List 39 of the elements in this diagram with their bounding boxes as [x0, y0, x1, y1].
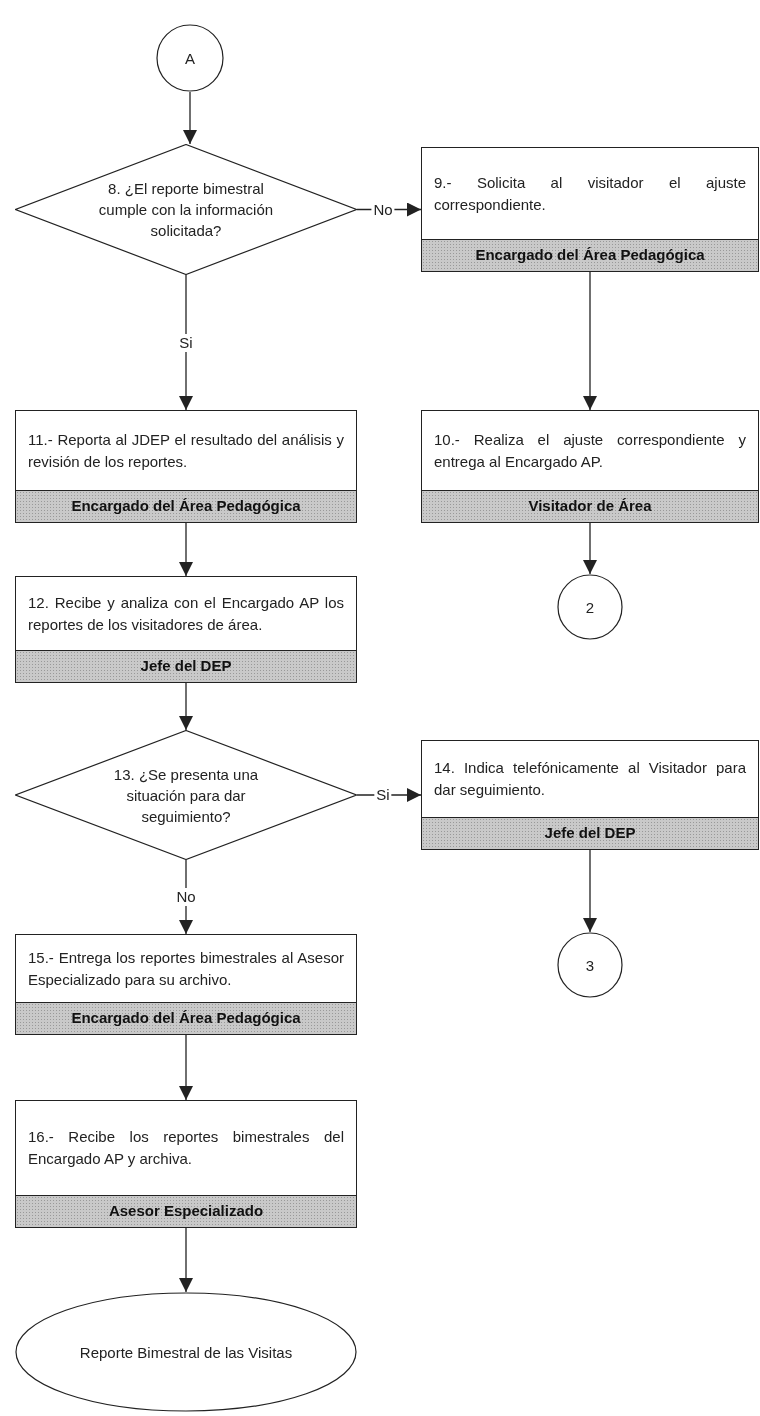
- step-text: 9.- Solicita al visitador el ajuste correspondiente.: [434, 172, 746, 215]
- process-box: [421, 147, 759, 272]
- connector-label: 2: [585, 597, 595, 618]
- role-bar: Jefe del DEP: [16, 650, 356, 682]
- process-box: [15, 934, 357, 1035]
- step-text: 14. Indica telefónicamente al Visitador para dar seguimiento.: [434, 758, 746, 800]
- edge-label: Si: [177, 333, 195, 352]
- arrow: [183, 91, 197, 145]
- terminal-text: Reporte Bimestral de las Visitas: [79, 1342, 293, 1363]
- question-text: 13. ¿Se presenta una situación para dar seguimiento?: [112, 764, 260, 827]
- step-text: 16.- Recibe los reportes bimestrales del Encargado AP y archiva.: [28, 1127, 344, 1169]
- arrow: [179, 274, 193, 411]
- role-bar: Encargado del Área Pedagógica: [422, 239, 758, 271]
- process-box: [15, 1100, 357, 1228]
- process-box: [15, 576, 357, 683]
- step-text: 11.- Reporta al JDEP el resultado del análisis y revisión de los reportes.: [28, 429, 344, 472]
- process-box: [421, 740, 759, 850]
- step-text: 12. Recibe y analiza con el Encargado AP los reportes de los visitadores de área.: [28, 592, 344, 635]
- connector-label: A: [185, 48, 195, 69]
- arrow: [179, 1034, 193, 1101]
- question-text: 8. ¿El reporte bimestral cumple con la información solicitada?: [97, 179, 275, 241]
- role-bar: Asesor Especializado: [16, 1195, 356, 1227]
- role-bar: Encargado del Área Pedagógica: [16, 1002, 356, 1034]
- arrow: [179, 522, 193, 577]
- role-bar: Visitador de Área: [422, 490, 758, 522]
- arrow: [583, 849, 597, 933]
- edge-label: No: [174, 888, 198, 906]
- connector-label: 3: [585, 955, 595, 976]
- step-text: 15.- Entrega los reportes bimestrales al Asesor Especializado para su archivo.: [28, 947, 344, 990]
- arrow: [179, 1227, 193, 1293]
- arrow: [583, 271, 597, 411]
- role-bar: Jefe del DEP: [422, 817, 758, 849]
- role-bar: Encargado del Área Pedagógica: [16, 490, 356, 522]
- arrow: [583, 522, 597, 575]
- arrow: [179, 682, 193, 731]
- process-box: [15, 410, 357, 523]
- step-text: 10.- Realiza el ajuste correspondiente y entrega al Encargado AP.: [434, 429, 746, 472]
- process-box: [421, 410, 759, 523]
- arrow: [356, 788, 422, 802]
